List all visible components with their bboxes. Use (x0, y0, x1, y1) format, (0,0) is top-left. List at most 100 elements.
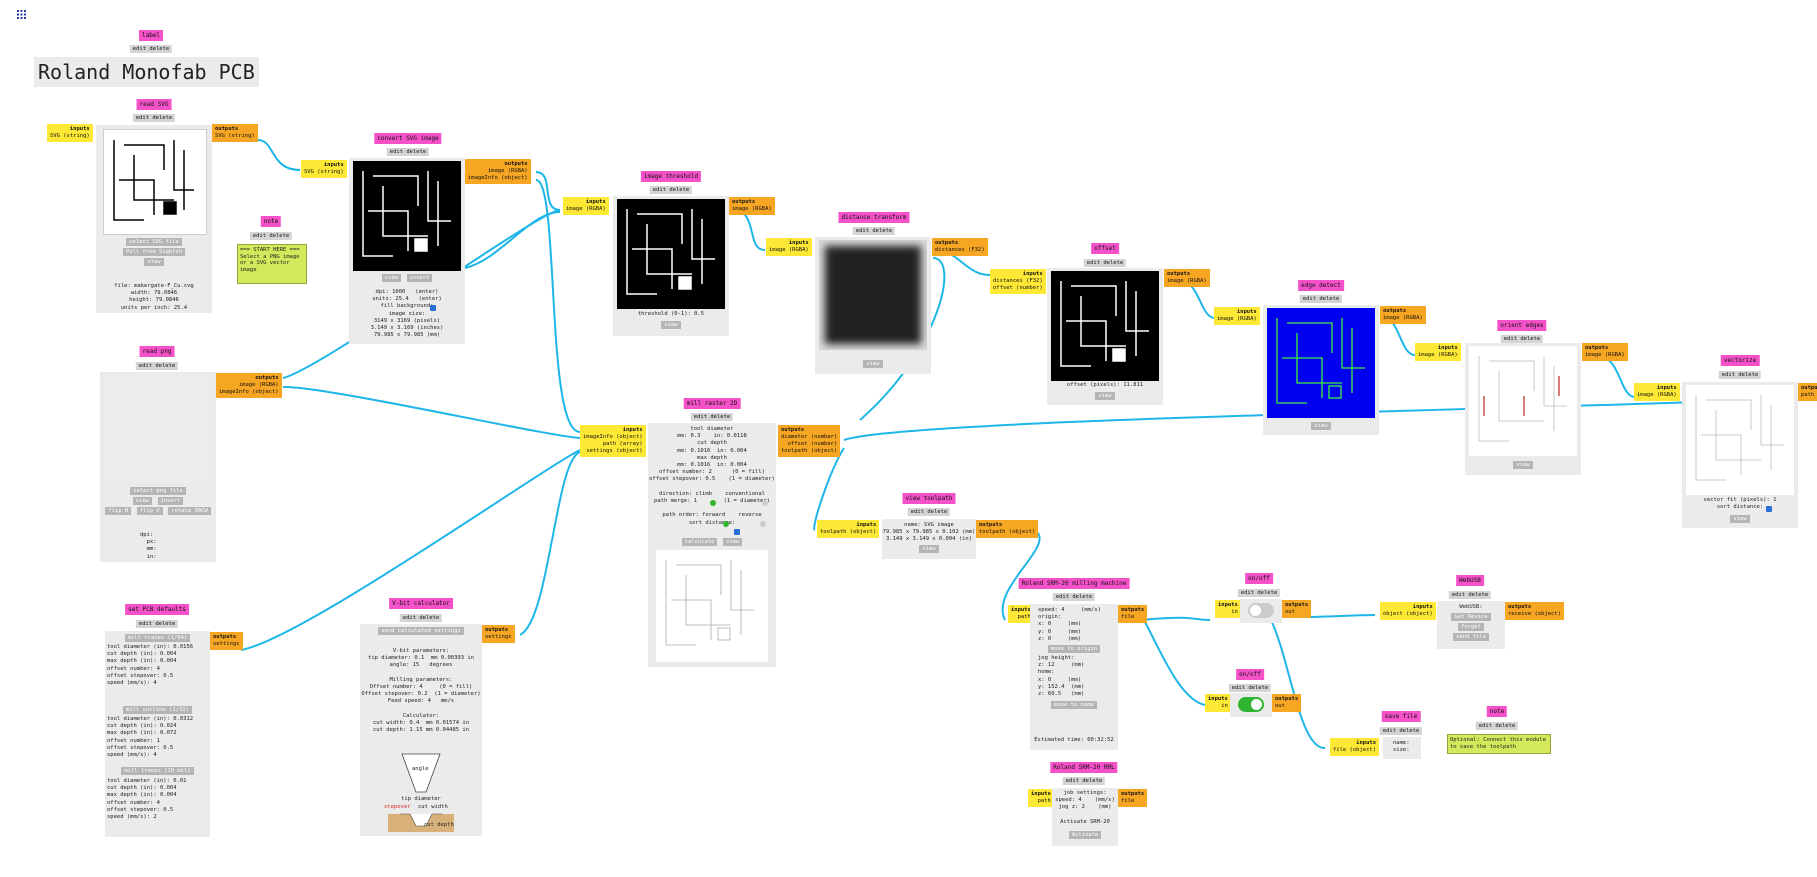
input-distances[interactable]: distances (F32) (993, 278, 1043, 284)
label-module-edit-delete[interactable]: edit delete (129, 45, 173, 53)
output-out[interactable]: out (1275, 703, 1285, 709)
start-here-note[interactable]: === START HERE === Select a PNG image or… (237, 244, 307, 284)
conventional-radio[interactable] (762, 500, 768, 506)
webusb-title[interactable]: WebUSB (1456, 575, 1484, 586)
input-imageinfo[interactable]: imageInfo (object) (583, 434, 643, 440)
output-receive[interactable]: receive (object) (1508, 611, 1561, 617)
input-image[interactable]: image (RGBA) (1217, 316, 1257, 322)
save-file-edit-delete[interactable]: edit delete (1379, 727, 1423, 735)
input-offset[interactable]: offset (number) (993, 285, 1043, 291)
input-path[interactable]: path (1037, 798, 1051, 804)
orient-edges-edit-delete[interactable]: edit delete (1500, 335, 1544, 343)
onoff2-edit-delete[interactable]: edit delete (1228, 684, 1272, 692)
send-calculated-settings-button[interactable]: send calculated settings (378, 627, 464, 635)
grid-icon[interactable] (17, 10, 26, 19)
toggle-switch-on[interactable] (1238, 697, 1264, 712)
output-diameter[interactable]: diameter (number) (781, 434, 838, 440)
output-image[interactable]: image (RGBA) (238, 382, 279, 388)
input-object[interactable]: object (object) (1383, 611, 1433, 617)
view-toolpath-view-button[interactable]: view (919, 545, 939, 553)
orient-edges-title[interactable]: orient edges (1497, 320, 1547, 331)
convert-svg-view-button[interactable]: view (381, 274, 401, 282)
offset-edit-delete[interactable]: edit delete (1083, 259, 1127, 267)
input-svg[interactable]: SVG (string) (304, 169, 344, 175)
srm20-rml-title[interactable]: Roland SRM-20 RML (1050, 762, 1118, 773)
forget-button[interactable]: forget (1458, 623, 1484, 631)
image-threshold-title[interactable]: image threshold (640, 171, 702, 182)
vectorize-edit-delete[interactable]: edit delete (1718, 371, 1762, 379)
input-settings[interactable]: settings (object) (586, 448, 643, 454)
output-toolpath[interactable]: toolpath (object) (979, 529, 1036, 535)
get-device-button[interactable]: Get Device (1451, 613, 1491, 621)
output-imageinfo[interactable]: imageInfo (object) (219, 389, 279, 395)
edge-detect-edit-delete[interactable]: edit delete (1299, 295, 1343, 303)
forward-radio[interactable] (723, 521, 729, 527)
select-svg-file-button[interactable]: select SVG file (126, 238, 182, 246)
flip-v-button[interactable]: flip V (136, 507, 163, 515)
offset-view-button[interactable]: view (1095, 392, 1115, 400)
climb-radio[interactable] (710, 500, 716, 506)
output-svg[interactable]: SVG (string) (215, 133, 255, 139)
output-file[interactable]: file (1121, 798, 1135, 804)
edge-detect-view-button[interactable]: view (1311, 422, 1331, 430)
mill-traces-1-64-button[interactable]: mill traces (1/64) (124, 634, 191, 642)
input-image[interactable]: image (RGBA) (1637, 392, 1677, 398)
input-toolpath[interactable]: toolpath (object) (820, 529, 877, 535)
output-settings[interactable]: settings (213, 641, 240, 647)
input-in[interactable]: in (1221, 703, 1228, 709)
mill-raster-title[interactable]: mill raster 2D (683, 398, 741, 409)
output-image[interactable]: image (RGBA) (1585, 352, 1625, 358)
output-out[interactable]: out (1285, 609, 1295, 615)
output-image[interactable]: image (RGBA) (1167, 278, 1207, 284)
reverse-radio[interactable] (760, 521, 766, 527)
vectorize-title[interactable]: vectorize (1720, 355, 1760, 366)
output-imageinfo[interactable]: imageInfo (object) (468, 175, 528, 181)
calculate-button[interactable]: calculate (681, 538, 718, 546)
mill-outline-1-32-button[interactable]: mill outline (1/32) (123, 706, 192, 714)
rotate-90cw-button[interactable]: rotate 90CW (168, 507, 211, 515)
input-path[interactable]: path (array) (602, 441, 643, 447)
input-svg[interactable]: SVG (string) (50, 133, 90, 139)
move-to-home-button[interactable]: move to home (1051, 701, 1097, 709)
pcb-defaults-edit-delete[interactable]: edit delete (135, 620, 179, 628)
distance-transform-title[interactable]: distance transform (838, 212, 910, 223)
convert-svg-title[interactable]: convert SVG image (374, 133, 442, 144)
output-offset[interactable]: offset (number) (787, 441, 838, 447)
input-image[interactable]: image (RGBA) (769, 247, 809, 253)
orient-edges-view-button[interactable]: view (1513, 461, 1533, 469)
read-svg-title[interactable]: read SVG (136, 99, 172, 110)
read-png-edit-delete[interactable]: edit delete (135, 362, 179, 370)
mill-sort-distance-checkbox[interactable] (734, 529, 740, 535)
save-file-title[interactable]: save file (1381, 711, 1421, 722)
output-file[interactable]: file (1121, 614, 1135, 620)
sort-distance-checkbox[interactable] (1766, 506, 1772, 512)
read-png-title[interactable]: read png (139, 346, 175, 357)
vectorize-outputs[interactable]: outputspath (1798, 383, 1817, 401)
